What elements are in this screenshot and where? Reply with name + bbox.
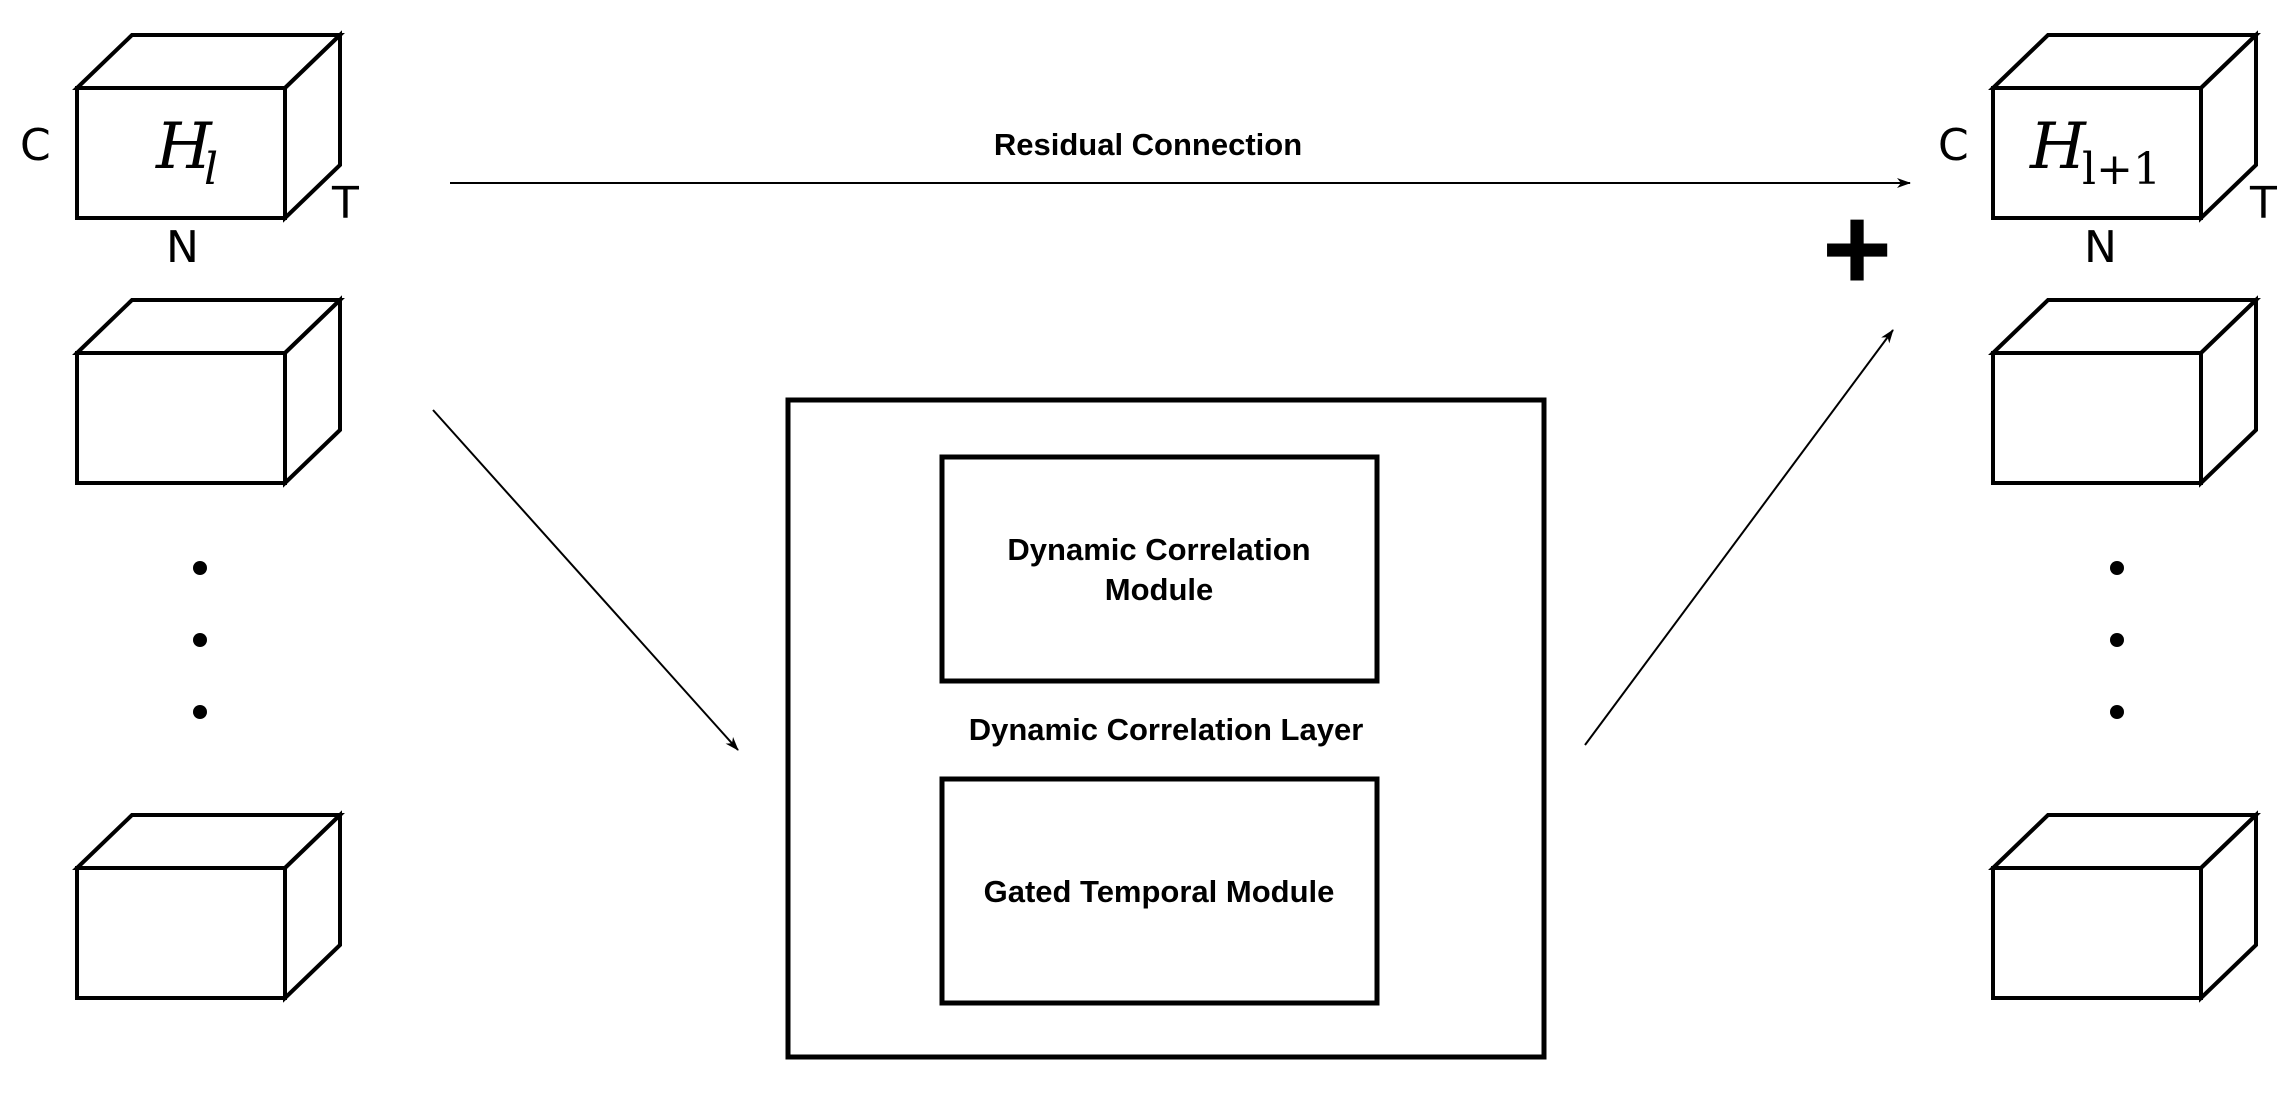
left-tensor-symbol: H — [155, 110, 213, 184]
gated-temporal-module-box — [939, 776, 1380, 1006]
left-dim-t-label: T — [331, 178, 359, 229]
right-dim-t-label: T — [2249, 178, 2277, 229]
left-tensor-stack: H l C N T — [20, 30, 359, 1003]
left-tensor-subscript: l — [204, 144, 218, 195]
dynamic-correlation-module-label-line2: Module — [1105, 572, 1214, 607]
right-dim-n-label: N — [2084, 222, 2117, 273]
layer-to-output-arrow — [1584, 329, 1894, 746]
dynamic-correlation-layer: Dynamic Correlation Module Dynamic Corre… — [785, 397, 1547, 1060]
right-ellipsis — [2110, 561, 2124, 719]
right-dim-c-label: C — [1938, 120, 1969, 171]
right-cube-3 — [1988, 810, 2261, 1003]
left-cube-hl — [72, 30, 345, 223]
left-dim-c-label: C — [20, 120, 51, 171]
dynamic-correlation-module-label-line1: Dynamic Correlation — [1007, 532, 1310, 567]
left-ellipsis — [193, 561, 207, 719]
gated-temporal-module-label: Gated Temporal Module — [984, 874, 1335, 909]
right-tensor-stack: H l+1 C N T — [1938, 30, 2277, 1003]
left-cube-2 — [72, 295, 345, 488]
dynamic-correlation-module-box — [939, 454, 1380, 684]
left-cube-3 — [72, 810, 345, 1003]
residual-connection-label: Residual Connection — [994, 127, 1302, 162]
left-dim-n-label: N — [166, 222, 199, 273]
right-tensor-subscript: l+1 — [2082, 144, 2161, 195]
right-tensor-symbol: H — [2029, 110, 2087, 184]
right-cube-hl1 — [1988, 30, 2261, 223]
plus-icon: + — [1822, 182, 1892, 316]
right-cube-2 — [1988, 295, 2261, 488]
input-to-layer-arrow — [432, 409, 739, 751]
dynamic-correlation-layer-label: Dynamic Correlation Layer — [969, 712, 1364, 747]
